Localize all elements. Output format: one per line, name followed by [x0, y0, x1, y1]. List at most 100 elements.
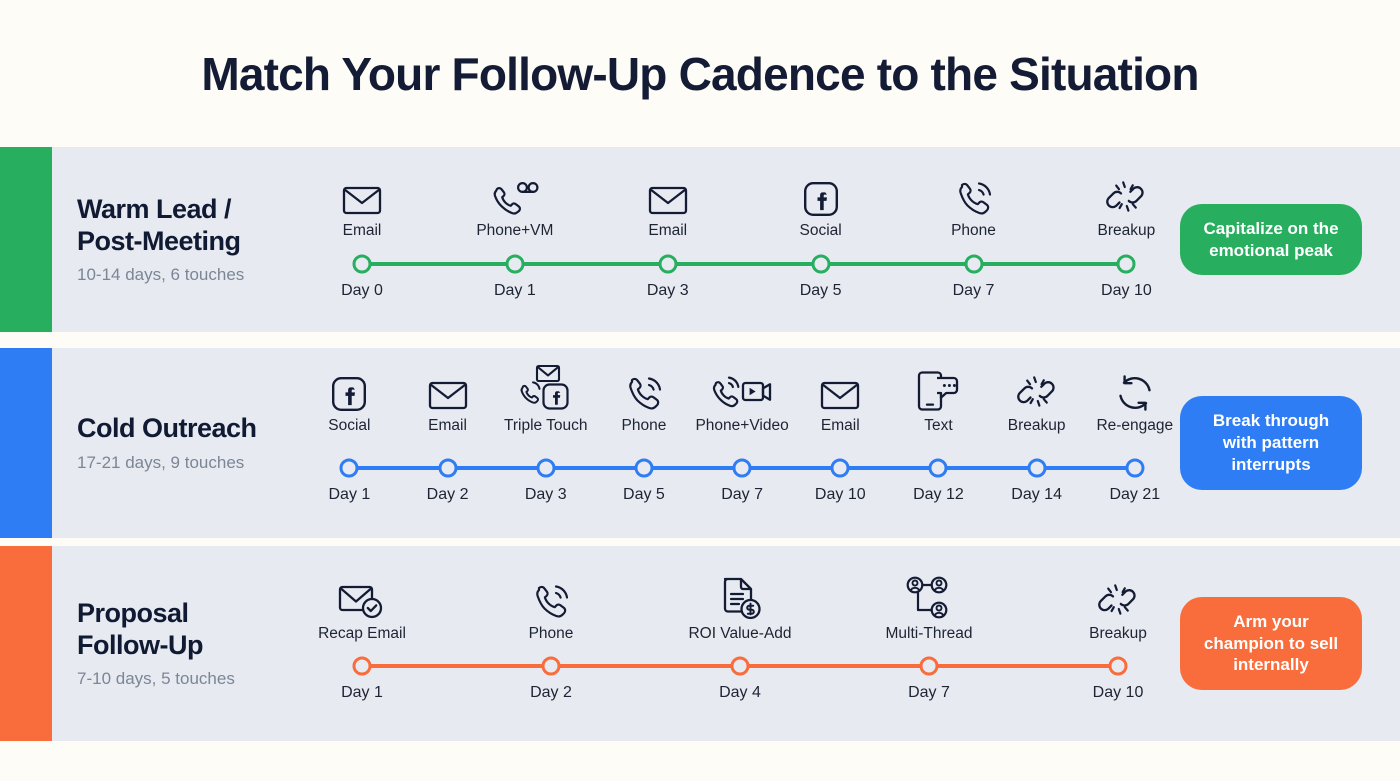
timeline-stop[interactable]: Breakup — [1051, 169, 1201, 239]
phone-icon — [624, 364, 664, 412]
text-message-icon — [916, 364, 960, 412]
timeline-stop[interactable]: Social — [274, 364, 424, 434]
takeaway-pill-proposal-follow-up[interactable]: Arm your champion to sell internally — [1180, 596, 1362, 691]
timeline-line — [362, 262, 1127, 266]
timeline-day-label: Day 3 — [646, 282, 689, 299]
timeline-stop-label: Email — [820, 417, 860, 434]
envelope-icon — [820, 364, 860, 412]
takeaway-pill-cold-outreach[interactable]: Break through with pattern interrupts — [1180, 396, 1362, 490]
timeline-node[interactable] — [928, 458, 948, 478]
timeline-day-label: Day 4 — [719, 684, 761, 701]
timeline-stop[interactable]: Social — [746, 169, 896, 239]
timeline-stop-label: Phone+VM — [476, 222, 554, 239]
timeline-stop[interactable]: Email — [373, 364, 523, 434]
takeaway-pill-warm-lead[interactable]: Capitalize on the emotional peak — [1180, 203, 1362, 276]
timeline-day-label: Day 0 — [341, 282, 383, 299]
timeline-node[interactable] — [732, 458, 752, 478]
timeline-day-label: Day 12 — [913, 486, 964, 503]
broken-link-icon — [1097, 572, 1139, 620]
timeline-stop-label: Email — [648, 222, 688, 239]
timeline-stop[interactable]: Breakup — [962, 364, 1112, 434]
timeline-stop[interactable]: Phone — [899, 169, 1049, 239]
timeline-node[interactable] — [352, 254, 372, 274]
timeline-node[interactable] — [352, 656, 372, 676]
timeline-node[interactable] — [1116, 254, 1136, 274]
timeline-node[interactable] — [438, 458, 458, 478]
timeline-node[interactable] — [1108, 656, 1128, 676]
timeline-node[interactable] — [505, 254, 525, 274]
accent-bar-cold-outreach — [0, 348, 52, 538]
timeline-stop-label: Phone — [621, 417, 667, 434]
timeline-stop-label: Phone — [951, 222, 996, 239]
row-subtitle: 10-14 days, 6 touches — [77, 265, 245, 285]
broken-link-icon — [1016, 364, 1058, 412]
timeline-day-label: Day 10 — [814, 486, 866, 503]
timeline-stop[interactable]: Phone — [476, 572, 626, 642]
timeline-node[interactable] — [811, 254, 831, 274]
triple-touch-icon — [518, 364, 574, 412]
timeline-node[interactable] — [339, 458, 359, 478]
phone-video-icon — [711, 364, 773, 412]
timeline-stop[interactable]: ROI Value-Add — [665, 572, 815, 642]
envelope-icon — [428, 364, 468, 412]
timeline-node[interactable] — [634, 458, 654, 478]
timeline-node[interactable] — [964, 254, 984, 274]
timeline-stop[interactable]: Text — [863, 364, 1013, 434]
multi-thread-icon — [905, 572, 953, 620]
timeline-day-label: Day 10 — [1101, 282, 1152, 299]
timeline-node[interactable] — [541, 656, 561, 676]
timeline-day-label: Day 5 — [799, 282, 842, 299]
timeline-stop[interactable]: Email — [287, 169, 437, 239]
timeline-stop-label: ROI Value-Add — [688, 625, 792, 642]
row-title: Cold Outreach — [77, 413, 257, 444]
timeline-stop[interactable]: Phone+VM — [440, 169, 590, 239]
envelope-check-icon — [338, 572, 386, 620]
timeline-stop[interactable]: Re-engage — [1060, 364, 1210, 434]
timeline-stop-label: Social — [799, 222, 842, 239]
timeline-day-label: Day 7 — [952, 282, 995, 299]
row-title-line2: Follow-Up — [77, 629, 203, 660]
timeline-day-label: Day 3 — [524, 486, 567, 503]
timeline-stop[interactable]: Email — [765, 364, 915, 434]
takeaway-pill-container: Capitalize on the emotional peak — [1160, 147, 1400, 332]
timeline-node[interactable] — [658, 254, 678, 274]
accent-bar-warm-lead — [0, 147, 52, 332]
timeline-stop[interactable]: Recap Email — [287, 572, 437, 642]
takeaway-pill-container: Break through with pattern interrupts — [1160, 348, 1400, 538]
accent-bar-proposal-follow-up — [0, 546, 52, 741]
facebook-icon — [331, 364, 367, 412]
row-title-line2: Post-Meeting — [77, 225, 241, 256]
timeline-node[interactable] — [730, 656, 750, 676]
timeline-node[interactable] — [1125, 458, 1145, 478]
timeline-stop-label: Breakup — [1007, 417, 1066, 434]
timeline-day-label: Day 10 — [1092, 684, 1144, 701]
timeline-stop[interactable]: Multi-Thread — [854, 572, 1004, 642]
timeline-stop[interactable]: Phone — [569, 364, 719, 434]
timeline-stop[interactable]: Triple Touch — [471, 364, 621, 434]
timeline-stop-label: Re-engage — [1096, 417, 1174, 434]
timeline-node[interactable] — [830, 458, 850, 478]
timeline-stop[interactable]: Phone+Video — [667, 364, 817, 434]
timeline-stop-label: Phone — [528, 625, 574, 642]
timeline-day-label: Day 2 — [426, 486, 469, 503]
timeline-stop[interactable]: Email — [593, 169, 743, 239]
timeline-stop[interactable]: Breakup — [1043, 572, 1193, 642]
timeline-node[interactable] — [919, 656, 939, 676]
timeline-node[interactable] — [1027, 458, 1047, 478]
timeline-node[interactable] — [536, 458, 556, 478]
timeline-stop-label: Multi-Thread — [885, 625, 973, 642]
broken-link-icon — [1105, 169, 1147, 217]
